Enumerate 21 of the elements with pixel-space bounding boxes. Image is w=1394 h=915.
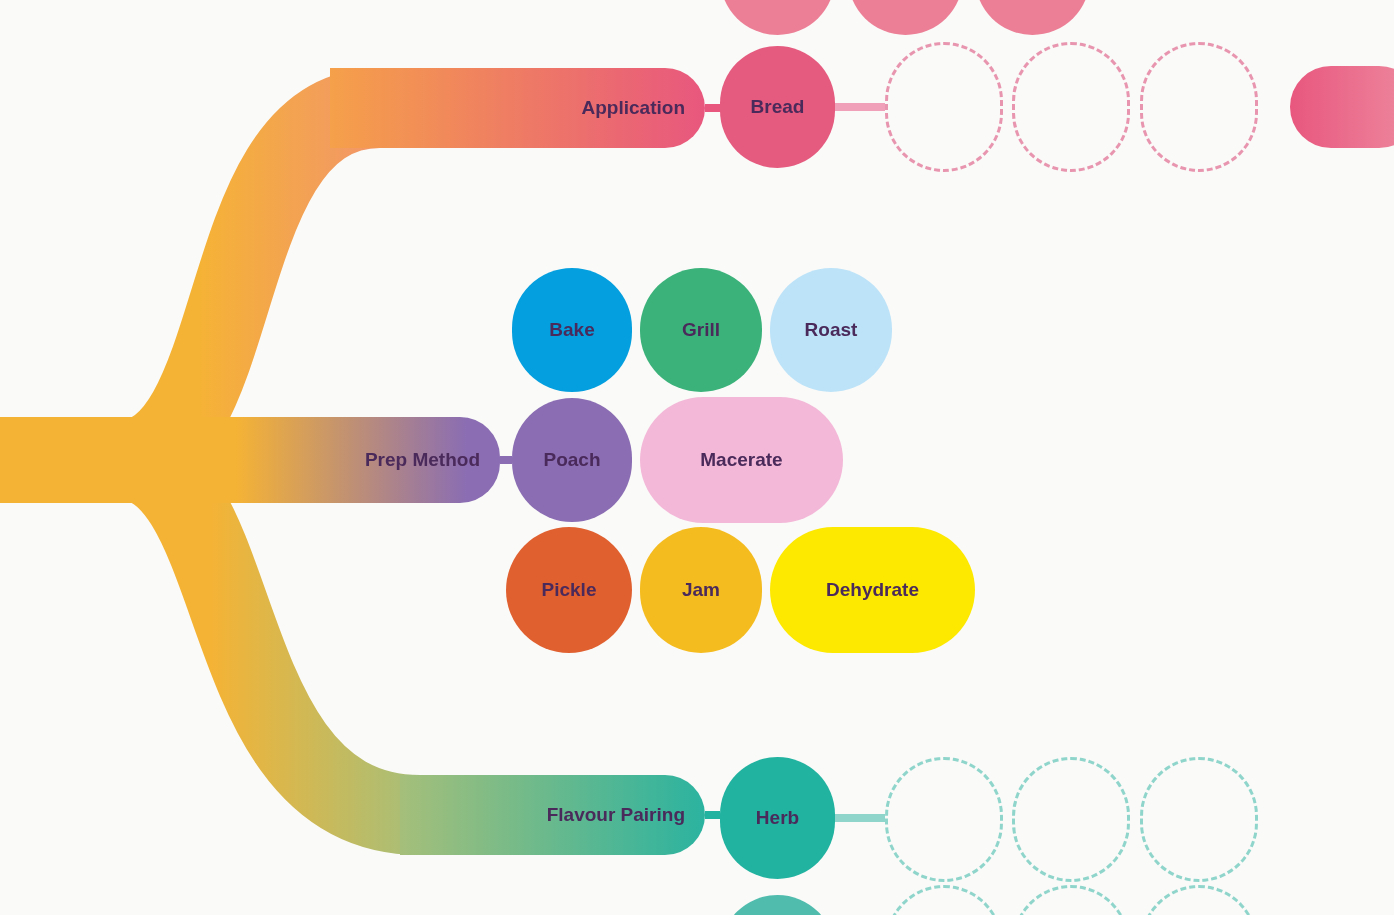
node-label: Macerate bbox=[700, 447, 783, 472]
node-label: Dehydrate bbox=[826, 577, 919, 602]
node-label: Roast bbox=[804, 317, 858, 342]
node-label: Flavour Pairing bbox=[546, 802, 685, 827]
node-label: Jam bbox=[682, 577, 720, 602]
node-label: Poach bbox=[543, 447, 601, 472]
node-label: Herb bbox=[755, 805, 800, 830]
branch-label bbox=[400, 775, 705, 855]
connector-line bbox=[705, 811, 720, 819]
node-label: Application bbox=[581, 95, 685, 120]
connector-line bbox=[835, 103, 885, 111]
node-label: Bake bbox=[549, 317, 595, 342]
connector-line bbox=[705, 104, 720, 112]
pill-shape bbox=[1290, 66, 1394, 148]
connector-line bbox=[835, 814, 885, 822]
node-label: Bread bbox=[750, 94, 805, 119]
connector-line bbox=[500, 456, 512, 464]
node-label: Grill bbox=[682, 317, 720, 342]
branch-label bbox=[330, 68, 705, 148]
node-label: Prep Method bbox=[364, 447, 480, 472]
node-label: Pickle bbox=[541, 577, 597, 602]
